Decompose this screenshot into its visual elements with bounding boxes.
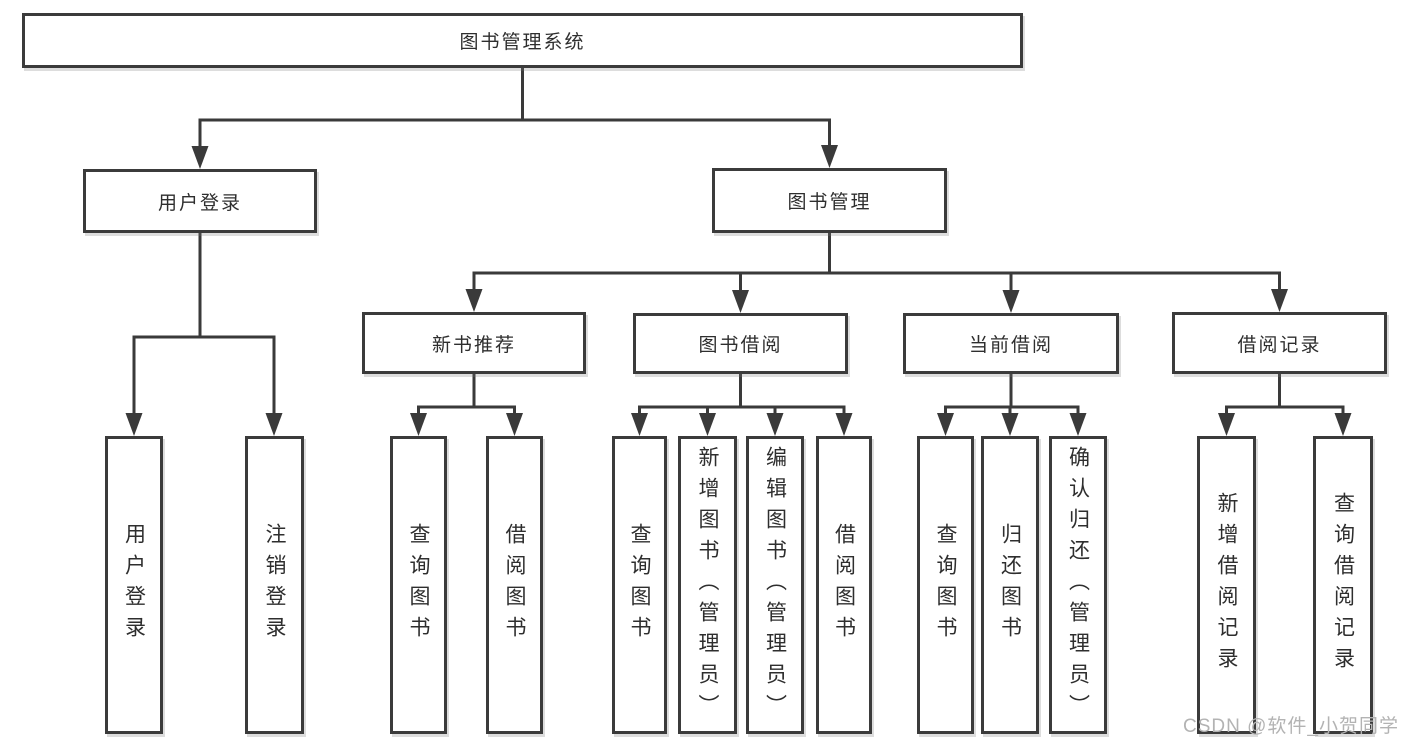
node-borrow-records: 借阅记录 [1172, 312, 1387, 374]
leaf-current-return-books-label: 归还图书 [998, 523, 1022, 647]
leaf-newbooks-borrow-books: 借阅图书 [486, 436, 543, 734]
leaf-current-query-books-label: 查询图书 [934, 523, 957, 647]
node-user-login-label: 用户登录 [157, 192, 242, 214]
leaf-current-query-books: 查询图书 [917, 436, 974, 734]
node-user-login: 用户登录 [83, 169, 317, 233]
leaf-newbooks-query-books: 查询图书 [390, 436, 447, 734]
leaf-borrow-edit-books-admin: 编辑图书（管理员） [746, 436, 804, 734]
connector-user-login-to-leaves [125, 231, 283, 436]
node-root-label: 图书管理系统 [459, 32, 586, 53]
leaf-borrow-add-books-admin-label: 新增图书（管理员） [696, 445, 719, 725]
csdn-watermark: CSDN @软件_小贺同学 [1183, 716, 1399, 737]
leaf-records-query-record-label: 查询借阅记录 [1331, 492, 1355, 678]
leaf-user-login: 用户登录 [105, 436, 163, 734]
connector-book-borrow-to-leaves [631, 372, 853, 436]
connector-new-books-to-leaves [410, 372, 523, 436]
leaf-borrow-edit-books-admin-label: 编辑图书（管理员） [763, 445, 787, 725]
leaf-records-add-record-label: 新增借阅记录 [1215, 492, 1238, 678]
node-new-book-recommend-label: 新书推荐 [431, 334, 516, 356]
leaf-current-return-books: 归还图书 [981, 436, 1039, 734]
connector-root-to-level2 [191, 66, 838, 169]
leaf-records-query-record: 查询借阅记录 [1313, 436, 1373, 734]
leaf-borrow-add-books-admin: 新增图书（管理员） [678, 436, 737, 734]
leaf-borrow-borrow-books: 借阅图书 [816, 436, 872, 734]
node-current-borrow-label: 当前借阅 [968, 335, 1053, 356]
leaf-user-login-label: 用户登录 [122, 523, 146, 647]
leaf-logout-label: 注销登录 [263, 523, 286, 647]
leaf-records-add-record: 新增借阅记录 [1197, 436, 1256, 734]
leaf-borrow-query-books: 查询图书 [612, 436, 667, 734]
node-borrow-records-label: 借阅记录 [1237, 334, 1322, 356]
leaf-newbooks-query-books-label: 查询图书 [407, 523, 430, 647]
leaf-borrow-query-books-label: 查询图书 [628, 523, 651, 647]
leaf-borrow-borrow-books-label: 借阅图书 [832, 523, 856, 647]
connector-borrow-records-to-leaves [1218, 372, 1352, 436]
leaf-current-confirm-return-admin: 确认归还（管理员） [1049, 436, 1107, 734]
node-root: 图书管理系统 [22, 13, 1023, 68]
node-book-borrow-label: 图书借阅 [698, 335, 783, 356]
connector-book-management-to-level3 [465, 231, 1288, 313]
leaf-newbooks-borrow-books-label: 借阅图书 [503, 523, 526, 647]
node-new-book-recommend: 新书推荐 [362, 312, 586, 374]
node-book-management: 图书管理 [712, 168, 947, 233]
node-book-management-label: 图书管理 [787, 192, 872, 213]
connector-current-borrow-to-leaves [937, 372, 1087, 436]
node-current-borrow: 当前借阅 [903, 313, 1119, 374]
leaf-logout: 注销登录 [245, 436, 304, 734]
node-book-borrow: 图书借阅 [633, 313, 848, 374]
leaf-current-confirm-return-admin-label: 确认归还（管理员） [1066, 445, 1090, 725]
